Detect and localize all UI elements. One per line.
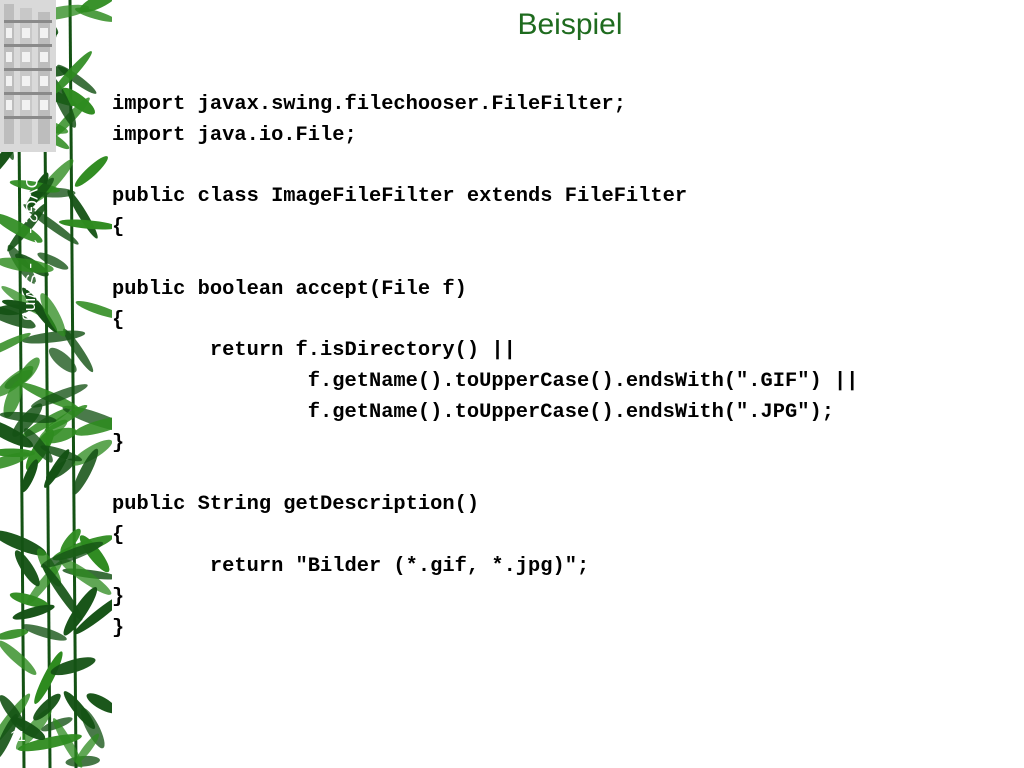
slide-title: Beispiel — [517, 8, 623, 41]
code-line — [112, 460, 858, 491]
code-line: { — [112, 216, 125, 240]
code-line: import java.io.File; — [112, 123, 357, 147]
code-line: return "Bilder (*.gif, *.jpg)"; — [112, 554, 590, 578]
code-line: { — [112, 524, 125, 548]
code-line: public boolean accept(File f) — [112, 277, 467, 301]
page-number: 11 — [10, 728, 26, 745]
code-line: } — [112, 431, 125, 455]
code-block: import javax.swing.filechooser.FileFilte… — [112, 90, 858, 644]
code-line: return f.isDirectory() || — [112, 339, 516, 363]
bamboo-sidebar: DVG2 - 10 - Swing 11 — [0, 0, 112, 768]
code-line: public String getDescription() — [112, 493, 480, 517]
code-line: { — [112, 308, 125, 332]
code-line: public class ImageFileFilter extends Fil… — [112, 185, 688, 209]
code-line: } — [112, 616, 125, 640]
building-logo-icon — [0, 0, 56, 152]
code-line: } — [112, 585, 125, 609]
code-line — [112, 244, 858, 275]
sidebar-course-label: DVG2 - 10 - Swing — [22, 176, 41, 322]
code-line — [112, 152, 858, 183]
code-line: f.getName().toUpperCase().endsWith(".GIF… — [112, 370, 859, 394]
code-line: import javax.swing.filechooser.FileFilte… — [112, 93, 626, 116]
code-line: f.getName().toUpperCase().endsWith(".JPG… — [112, 400, 834, 424]
